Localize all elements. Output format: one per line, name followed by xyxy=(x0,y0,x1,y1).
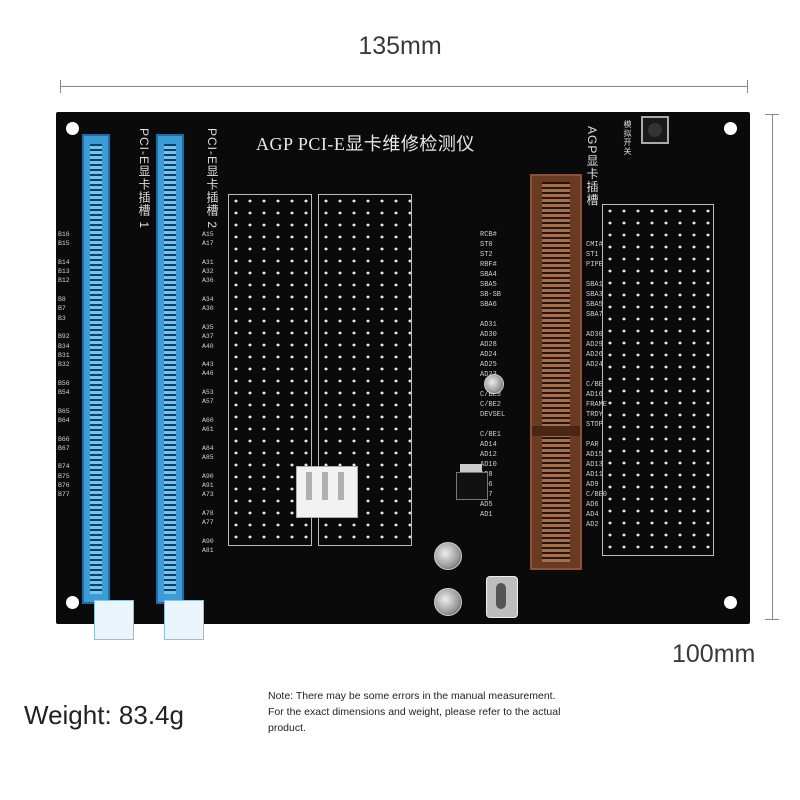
power-connector-pin xyxy=(306,472,312,500)
usb-c-port xyxy=(486,576,518,618)
width-dimension-tick-left xyxy=(60,80,61,93)
pcie-slot-1-latch xyxy=(94,600,134,640)
agp-slot xyxy=(530,174,582,570)
led-panel-agp xyxy=(602,204,714,556)
agp-slot-label: AGP显卡插槽 xyxy=(585,126,599,207)
height-dimension-tick-bottom xyxy=(765,619,779,620)
weight-label: Weight: 83.4g xyxy=(24,700,184,730)
width-dimension-line xyxy=(60,86,748,87)
power-switch-label: 模拟开关 xyxy=(623,120,632,156)
voltage-regulator xyxy=(456,472,488,500)
mount-hole xyxy=(724,122,737,135)
capacitor-small xyxy=(484,374,504,394)
power-switch-button xyxy=(641,116,669,144)
capacitor xyxy=(434,542,462,570)
voltage-regulator-tab xyxy=(460,464,482,474)
pcie-right-pin-labels: A15 A17 A31 A32 A36 A34 A30 A35 A37 A40 … xyxy=(202,231,214,555)
pcie-slot-2 xyxy=(156,134,184,604)
pcie-slot-1 xyxy=(82,134,110,604)
pcie-slot-2-latch xyxy=(164,600,204,640)
measurement-note: Note: There may be some errors in the ma… xyxy=(268,690,561,734)
agp-right-pin-labels: CMI# ST1 PIPE SBA1 SBA3 SBA5 SBA7 AD30 A… xyxy=(586,241,608,529)
mount-hole xyxy=(66,122,79,135)
capacitor xyxy=(434,588,462,616)
mount-hole xyxy=(66,596,79,609)
height-dimension-tick-top xyxy=(765,114,779,115)
height-dimension-label: 100mm xyxy=(672,640,756,668)
board-title: AGP PCI-E显卡维修检测仪 xyxy=(256,134,475,154)
width-dimension-label: 135mm xyxy=(358,32,442,60)
pcie-left-pin-labels: B16 B15 B14 B13 B12 B8 B7 B3 B92 B34 B31… xyxy=(58,231,70,499)
power-connector-pin xyxy=(322,472,328,500)
pcie-slot-2-label: PCI-E显卡插槽 2 xyxy=(205,128,219,230)
power-connector-pin xyxy=(338,472,344,500)
test-board: AGP PCI-E显卡维修检测仪 PCI-E显卡插槽 1 PCI-E显卡插槽 2… xyxy=(56,112,750,640)
height-dimension-line xyxy=(772,114,773,619)
mount-hole xyxy=(724,596,737,609)
pcie-slot-1-label: PCI-E显卡插槽 1 xyxy=(137,128,151,230)
width-dimension-tick-right xyxy=(747,80,748,93)
